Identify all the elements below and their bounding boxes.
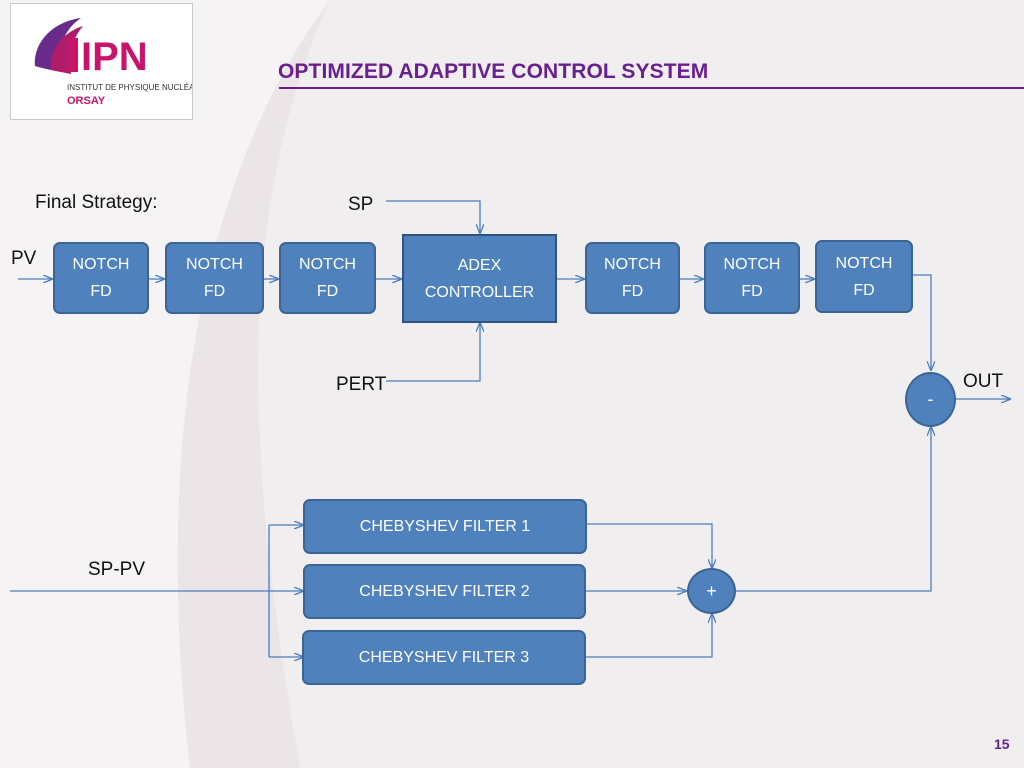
arrow-sp: [386, 200, 480, 233]
chebyshev-filter-1-block: CHEBYSHEV FILTER 1: [303, 499, 587, 554]
adex-controller-block: ADEX CONTROLLER: [402, 234, 557, 323]
logo-line1: INSTITUT DE PHYSIQUE NUCLÉAIRE: [67, 83, 192, 92]
sp-pv-label: SP-PV: [88, 559, 146, 580]
subtract-node: -: [905, 372, 956, 427]
slide-title: OPTIMIZED ADAPTIVE CONTROL SYSTEM: [278, 60, 709, 83]
notch-fd-block-6-line2: FD: [853, 281, 875, 299]
notch-fd-block-5: NOTCH FD: [704, 242, 800, 314]
arrow-add-to-sub: [736, 427, 931, 592]
notch-fd-block-1-line2: FD: [90, 283, 112, 300]
notch-fd-block-4: NOTCH FD: [585, 242, 680, 314]
notch-fd-block-3: NOTCH FD: [279, 242, 376, 314]
notch-fd-block-5-line2: FD: [741, 283, 763, 300]
adex-line1: ADEX: [457, 256, 502, 274]
adex-line2: CONTROLLER: [424, 283, 535, 301]
pv-label: PV: [11, 248, 37, 269]
out-label: OUT: [963, 371, 1004, 392]
chebyshev-filter-3-block: CHEBYSHEV FILTER 3: [302, 630, 586, 685]
chebyshev-filter-1-label: CHEBYSHEV FILTER 1: [359, 518, 531, 535]
arrow-notch-to-sub: [913, 274, 931, 370]
chebyshev-filter-2-block: CHEBYSHEV FILTER 2: [303, 564, 586, 619]
notch-fd-block-2: NOTCH FD: [165, 242, 264, 314]
sp-label: SP: [348, 194, 374, 215]
notch-fd-block-6-line1: NOTCH: [835, 254, 893, 272]
notch-fd-block-1-line1: NOTCH: [72, 256, 130, 273]
subtract-symbol: -: [927, 389, 934, 409]
logo-line2: ORSAY: [67, 95, 106, 107]
add-symbol: +: [706, 580, 717, 601]
ipn-logo-graphic: IPN INSTITUT DE PHYSIQUE NUCLÉAIRE ORSAY: [34, 18, 208, 107]
notch-fd-block-4-line2: FD: [621, 283, 644, 300]
adder-node: +: [687, 568, 736, 614]
notch-fd-block-6: NOTCH FD: [815, 240, 913, 313]
logo-wordmark: IPN: [81, 35, 148, 79]
notch-fd-block-5-line1: NOTCH: [723, 256, 781, 273]
chebyshev-filter-2-label: CHEBYSHEV FILTER 2: [359, 583, 530, 600]
final-strategy-label: Final Strategy:: [35, 192, 158, 213]
notch-fd-block-1: NOTCH FD: [53, 242, 149, 314]
notch-fd-block-2-line2: FD: [203, 283, 226, 300]
page-number: 15: [994, 736, 1010, 752]
notch-fd-block-4-line1: NOTCH: [604, 256, 661, 273]
arrow-f3-add: [586, 614, 712, 658]
notch-fd-block-2-line1: NOTCH: [186, 256, 243, 273]
pert-label: PERT: [336, 374, 387, 395]
chebyshev-filter-3-label: CHEBYSHEV FILTER 3: [358, 649, 530, 666]
arrow-f1-add: [587, 523, 712, 568]
notch-fd-block-3-line2: FD: [316, 283, 339, 300]
title-rule: [279, 87, 1024, 89]
ipn-logo: IPN INSTITUT DE PHYSIQUE NUCLÉAIRE ORSAY: [10, 3, 208, 120]
notch-fd-block-3-line1: NOTCH: [299, 256, 356, 273]
arrow-pert: [386, 323, 480, 382]
